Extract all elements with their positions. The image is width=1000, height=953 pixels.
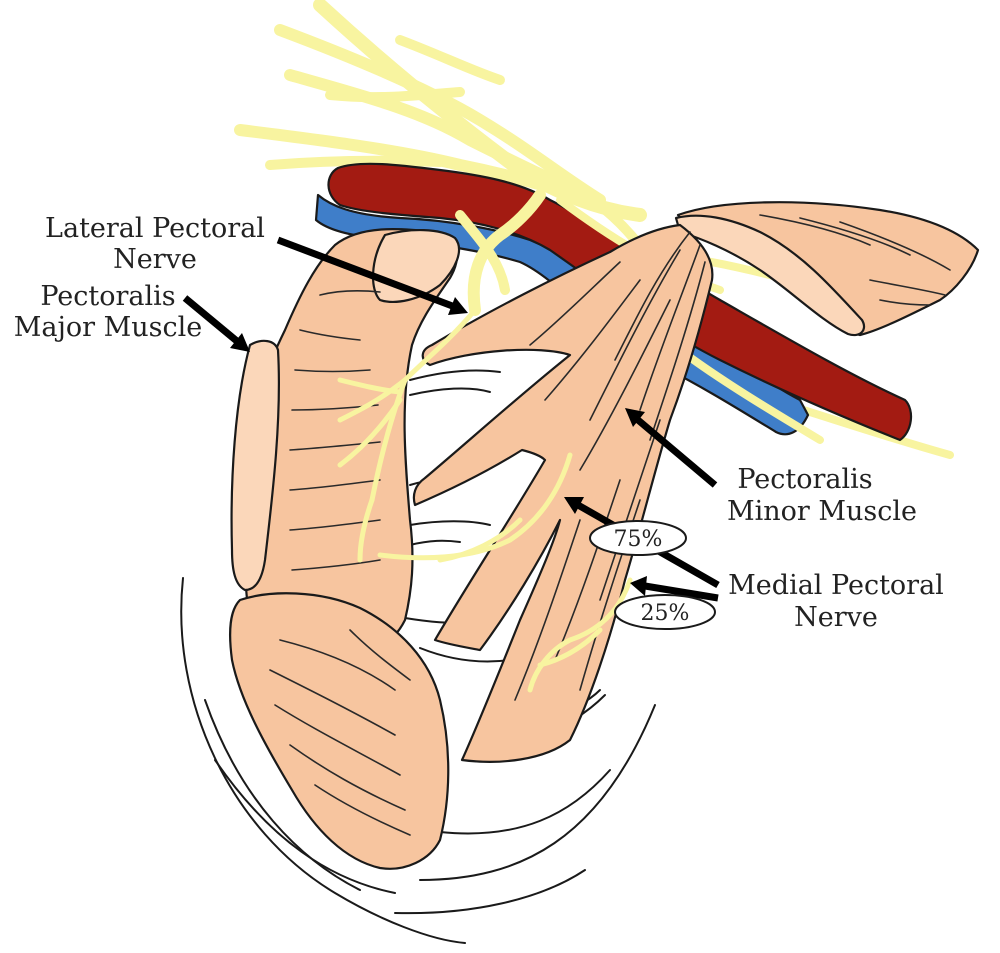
pectoralis-minor-label-line1: Pectoralis: [737, 464, 872, 495]
pectoralis-minor-arrow: [635, 417, 718, 488]
medial-nerve-25-arrowhead: [630, 576, 647, 596]
percentage-badges: 75% 25%: [589, 520, 716, 630]
badge-75-ellipse: [589, 520, 687, 556]
medial-nerve-25-arrow: [644, 582, 719, 602]
lateral-pectoral-nerve-label-line1: Lateral Pectoral: [45, 213, 265, 244]
pectoralis-major-muscle: [228, 227, 461, 870]
pectoralis-major-label-line1: Pectoralis: [40, 281, 175, 312]
pectoralis-minor-label-line2: Minor Muscle: [727, 496, 917, 527]
lateral-pectoral-nerve-label-line2: Nerve: [113, 244, 197, 275]
pectoralis-major-arrowhead: [230, 333, 250, 352]
badge-75-text: 75%: [614, 527, 663, 552]
pectoralis-minor-muscle: [412, 223, 714, 763]
coracoid-tendon: [674, 201, 980, 337]
pectoral-nerve-branches: [337, 307, 633, 693]
pectoralis-major-label-line2: Major Muscle: [14, 312, 203, 343]
medial-pectoral-nerve-label-line1: Medial Pectoral: [728, 570, 944, 601]
lateral-pectoral-nerve-arrow: [276, 236, 457, 311]
pectoralis-minor-arrowhead: [625, 408, 645, 427]
medial-nerve-75-arrowhead: [564, 497, 584, 514]
badge-25-ellipse: [614, 594, 716, 630]
pectoralis-major-arrow: [182, 295, 241, 345]
lateral-pectoral-nerve-arrowhead: [448, 297, 468, 315]
badge-25-text: 25%: [641, 601, 690, 626]
text-labels: Lateral Pectoral Nerve Pectoralis Major …: [14, 213, 944, 633]
medial-pectoral-nerve-label-line2: Nerve: [794, 602, 878, 633]
label-arrows: [182, 236, 720, 602]
